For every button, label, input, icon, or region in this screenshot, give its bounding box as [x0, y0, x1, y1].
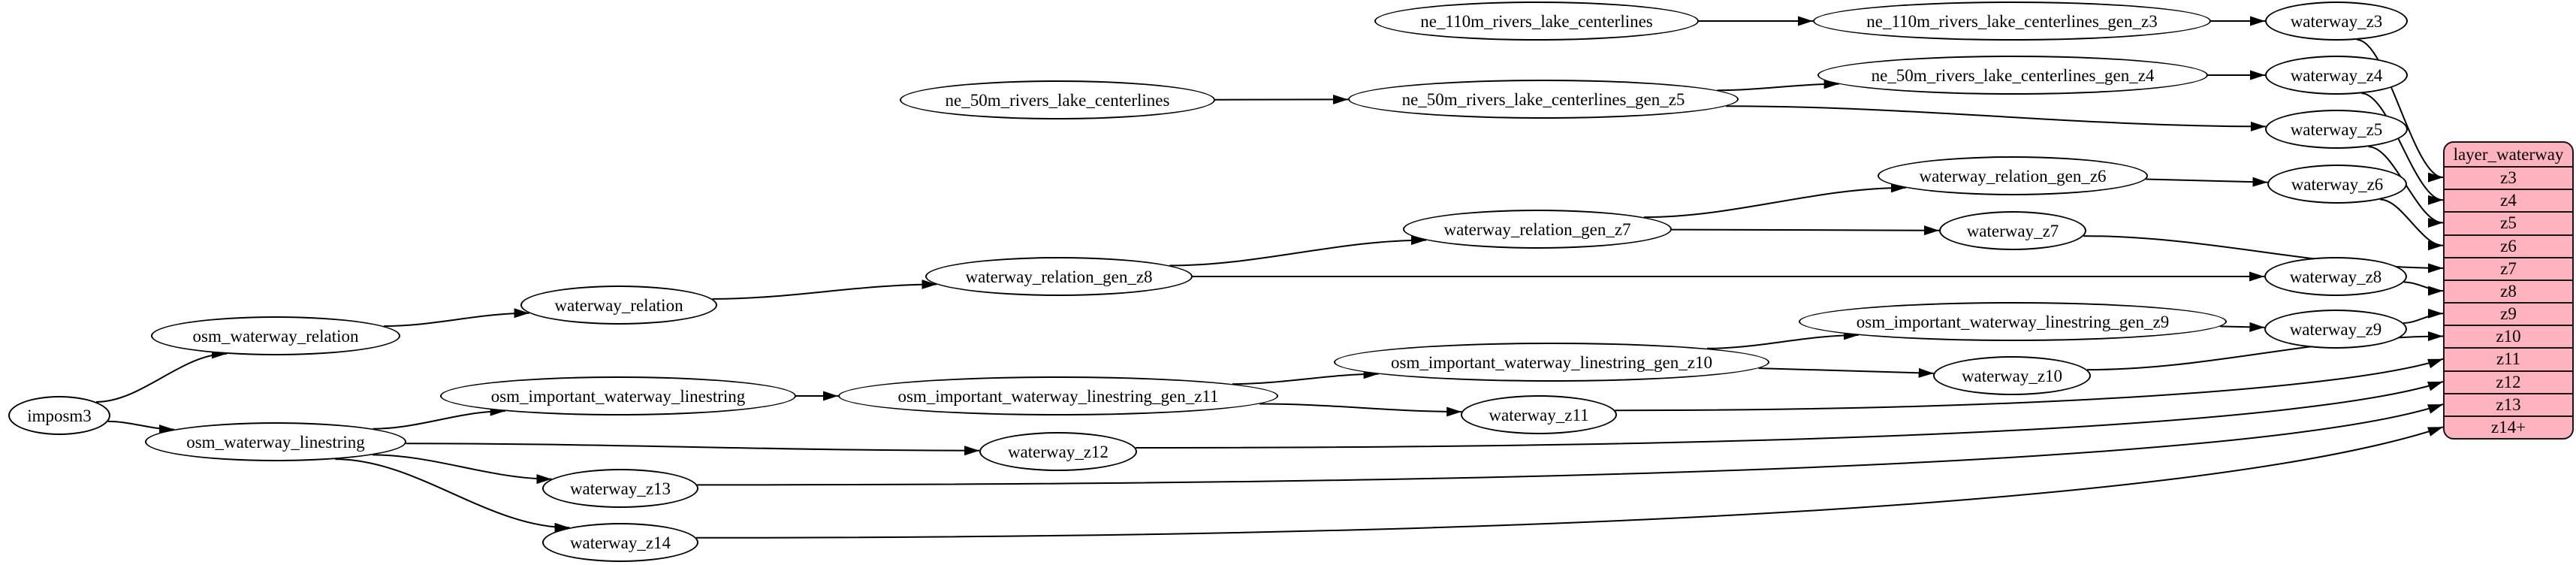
node-waterway_z6: waterway_z6: [2267, 165, 2407, 204]
edge-waterway_relation_gen_z7--waterway_relation_gen_z6: [1643, 183, 1906, 219]
edge-osm_waterway_linestring--osm_important_waterway_linestring: [373, 406, 505, 430]
node-waterway_z5: waterway_z5: [2265, 110, 2408, 149]
table-row-z4: z4: [2445, 189, 2572, 211]
edge-osm_waterway_linestring--waterway_z12: [406, 443, 980, 456]
node-ne_50m_rivers_lake_centerlines: ne_50m_rivers_lake_centerlines: [900, 80, 1215, 119]
edge-osm_important_waterway_linestring_gen_z9--waterway_z9: [2220, 322, 2265, 332]
node-waterway_z11: waterway_z11: [1461, 395, 1617, 434]
edge-osm_important_waterway_linestring_gen_z10--osm_important_waterway_linestring_gen_z9: [1706, 330, 1859, 349]
node-waterway_z9: waterway_z9: [2264, 310, 2407, 349]
edge-osm_waterway_relation--waterway_relation: [383, 308, 529, 328]
node-osm_waterway_linestring: osm_waterway_linestring: [145, 422, 406, 461]
table-row-z9: z9: [2445, 302, 2572, 325]
table-row-z6: z6: [2445, 234, 2572, 257]
edge-ne_50m_rivers_lake_centerlines_gen_z5--waterway_z5: [1726, 105, 2266, 131]
table-row-z13: z13: [2445, 392, 2572, 415]
node-waterway_z3: waterway_z3: [2265, 2, 2408, 41]
node-osm_important_waterway_linestring: osm_important_waterway_linestring: [440, 376, 796, 415]
edge-osm_important_waterway_linestring_gen_z11--osm_important_waterway_linestring_gen_z10: [1232, 369, 1379, 385]
node-osm_important_waterway_linestring_gen_z10: osm_important_waterway_linestring_gen_z1…: [1334, 343, 1769, 382]
edge-waterway_z9--layer_waterway-z9: [2403, 308, 2444, 324]
table-row-z11: z11: [2445, 347, 2572, 370]
edge-osm_waterway_linestring--waterway_z13: [373, 454, 552, 485]
edge-waterway_z6--layer_waterway-z6: [2380, 198, 2444, 251]
edge-waterway_z12--layer_waterway-z12: [1136, 380, 2444, 449]
node-waterway_z8: waterway_z8: [2264, 257, 2407, 296]
table-row-z10: z10: [2445, 325, 2572, 347]
edge-waterway_z11--layer_waterway-z11: [1615, 358, 2444, 412]
table-row-z7: z7: [2445, 256, 2572, 279]
node-waterway_relation_gen_z7: waterway_relation_gen_z7: [1403, 210, 1672, 249]
node-waterway_relation: waterway_relation: [520, 286, 717, 325]
edge-waterway_relation_gen_z8--waterway_relation_gen_z7: [1169, 235, 1427, 267]
table-row-z5: z5: [2445, 211, 2572, 234]
edge-waterway_relation--waterway_relation_gen_z8: [712, 279, 937, 300]
edge-osm_important_waterway_linestring_gen_z11--waterway_z11: [1259, 403, 1462, 417]
edge-imposm3--osm_waterway_linestring: [107, 420, 175, 435]
node-imposm3: imposm3: [8, 396, 110, 435]
edge-waterway_z13--layer_waterway-z13: [697, 403, 2444, 486]
node-waterway_z7: waterway_z7: [1939, 211, 2086, 250]
node-ne_50m_rivers_lake_centerlines_gen_z5: ne_50m_rivers_lake_centerlines_gen_z5: [1348, 80, 1739, 119]
edge-waterway_relation_gen_z6--waterway_z6: [2146, 177, 2268, 187]
table-row-z12: z12: [2445, 370, 2572, 393]
node-waterway_z4: waterway_z4: [2265, 56, 2408, 95]
node-waterway_z13: waterway_z13: [542, 469, 698, 508]
node-ne_50m_rivers_lake_centerlines_gen_z4: ne_50m_rivers_lake_centerlines_gen_z4: [1817, 56, 2208, 95]
edge-waterway_relation_gen_z7--waterway_z7: [1671, 225, 1940, 236]
node-waterway_relation_gen_z8: waterway_relation_gen_z8: [925, 257, 1193, 296]
table-row-z8: z8: [2445, 279, 2572, 302]
edge-waterway_z4--layer_waterway-z4: [2361, 92, 2444, 205]
node-ne_110m_rivers_lake_centerlines: ne_110m_rivers_lake_centerlines: [1374, 2, 1699, 41]
node-waterway_z14: waterway_z14: [542, 523, 698, 562]
edge-imposm3--osm_waterway_relation: [95, 349, 228, 403]
edge-waterway_z14--layer_waterway-z14plus: [695, 426, 2444, 539]
edge-waterway_z8--layer_waterway-z8: [2403, 281, 2444, 296]
node-osm_important_waterway_linestring_gen_z9: osm_important_waterway_linestring_gen_z9: [1799, 302, 2227, 341]
edge-osm_waterway_linestring--waterway_z14: [335, 458, 570, 533]
node-waterway_relation_gen_z6: waterway_relation_gen_z6: [1878, 156, 2148, 195]
node-waterway_z10: waterway_z10: [1933, 356, 2091, 395]
table-title: layer_waterway: [2453, 144, 2564, 164]
table-row-z3: z3: [2445, 166, 2572, 189]
node-ne_110m_rivers_lake_centerlines_gen_z3: ne_110m_rivers_lake_centerlines_gen_z3: [1813, 2, 2211, 41]
edge-ne_50m_rivers_lake_centerlines_gen_z5--ne_50m_rivers_lake_centerlines_gen_z4: [1717, 79, 1839, 92]
node-waterway_z12: waterway_z12: [979, 432, 1137, 471]
table-row-z14plus: z14+: [2445, 415, 2572, 438]
edge-waterway_z3--layer_waterway-z3: [2357, 38, 2444, 183]
node-osm_waterway_relation: osm_waterway_relation: [151, 316, 400, 355]
edge-osm_important_waterway_linestring_gen_z10--waterway_z10: [1758, 367, 1934, 378]
node-osm_important_waterway_linestring_gen_z11: osm_important_waterway_linestring_gen_z1…: [838, 376, 1278, 415]
